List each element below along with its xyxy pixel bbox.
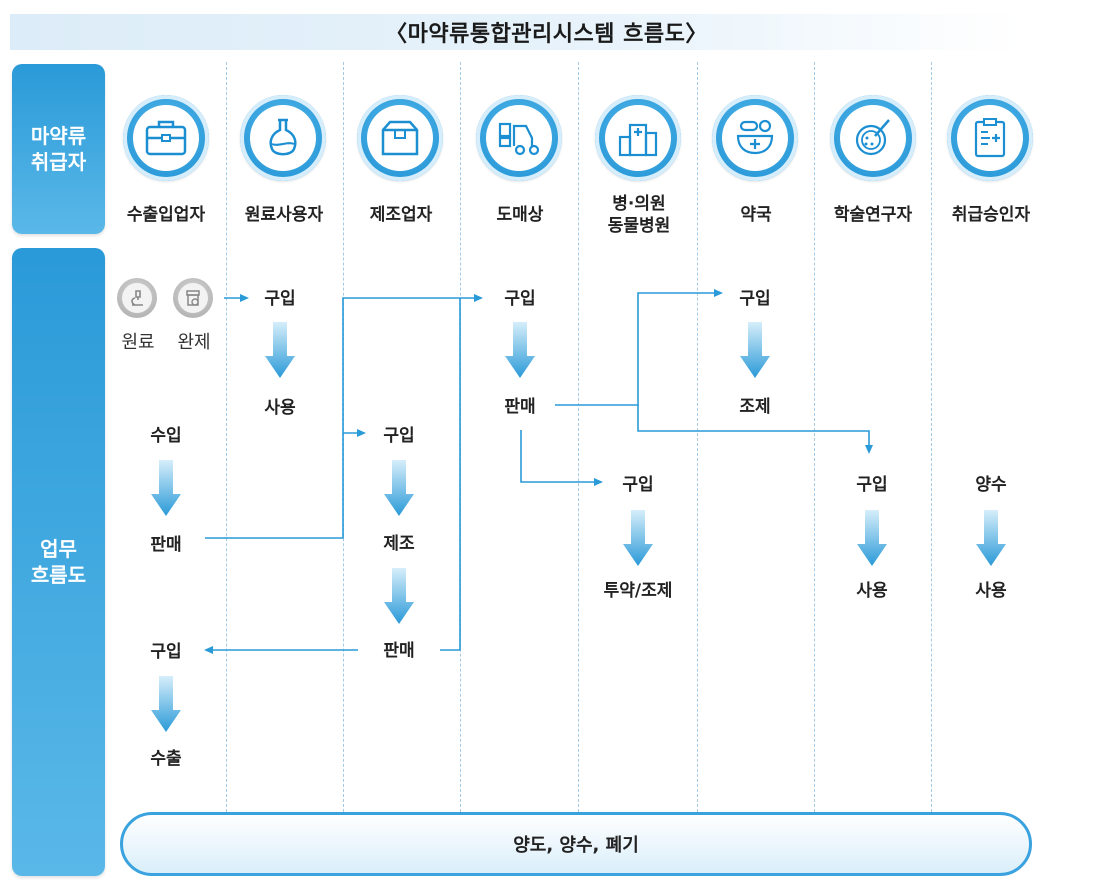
node-approver-use: 사용 xyxy=(975,581,1007,601)
node-manufacturer-buy: 구입 xyxy=(383,426,415,446)
down-arrow-icon xyxy=(976,510,1006,566)
actor-name: 병·의원 동물병원 xyxy=(607,194,671,236)
column-divider xyxy=(814,62,815,812)
actor-name: 원료사용자 xyxy=(244,205,324,225)
node-importer-export: 수출 xyxy=(150,749,182,769)
side-label-handlers-text: 마약류 취급자 xyxy=(30,124,87,174)
actor-name: 학술연구자 xyxy=(833,205,913,225)
side-label-workflow: 업무 흐름도 xyxy=(12,248,105,876)
down-arrow-icon xyxy=(740,322,770,378)
medicine-bowl-icon xyxy=(712,95,798,181)
petri-dish-icon xyxy=(830,95,916,181)
flask-icon xyxy=(240,95,326,181)
down-arrow-icon xyxy=(265,322,295,378)
hospital-icon xyxy=(595,95,681,181)
node-importer-import: 수입 xyxy=(150,426,182,446)
pill-bottle-icon xyxy=(173,278,213,318)
node-pharmacy-buy: 구입 xyxy=(739,289,771,309)
down-arrow-icon xyxy=(384,460,414,516)
node-researcher-buy: 구입 xyxy=(856,475,888,495)
bottom-bar-label: 양도, 양수, 폐기 xyxy=(513,835,639,856)
down-arrow-icon xyxy=(151,676,181,732)
microscope-icon xyxy=(117,278,157,318)
actor-name: 도매상 xyxy=(496,205,544,225)
column-divider xyxy=(697,62,698,812)
clipboard-icon xyxy=(947,95,1033,181)
side-label-handlers: 마약류 취급자 xyxy=(12,64,105,234)
node-manufacturer-sell: 판매 xyxy=(383,641,415,661)
actor-name: 수출입업자 xyxy=(126,205,206,225)
column-divider xyxy=(460,62,461,812)
box-icon xyxy=(357,95,443,181)
node-raw-user-buy: 구입 xyxy=(264,289,296,309)
node-importer-buy: 구입 xyxy=(150,642,182,662)
briefcase-icon xyxy=(123,95,209,181)
down-arrow-icon xyxy=(384,568,414,624)
down-arrow-icon xyxy=(857,510,887,566)
page-title: 〈마약류통합관리시스템 흐름도〉 xyxy=(385,22,708,47)
column-divider xyxy=(931,62,932,812)
title-bar xyxy=(10,14,1020,50)
node-wholesaler-sell: 판매 xyxy=(504,397,536,417)
actor-name: 취급승인자 xyxy=(951,205,1031,225)
bottom-bar: 양도, 양수, 폐기 xyxy=(120,812,1032,876)
node-hospital-administer: 투약/조제 xyxy=(603,581,673,601)
actor-name: 제조업자 xyxy=(369,205,433,225)
column-divider xyxy=(226,62,227,812)
node-wholesaler-buy: 구입 xyxy=(504,289,536,309)
column-divider xyxy=(578,62,579,812)
material-label-finished: 완제 xyxy=(177,332,211,353)
node-hospital-buy: 구입 xyxy=(622,475,654,495)
forklift-icon xyxy=(476,95,562,181)
node-pharmacy-dispense: 조제 xyxy=(739,397,771,417)
connector-line xyxy=(440,298,461,651)
side-label-workflow-text: 업무 흐름도 xyxy=(30,537,87,587)
node-researcher-use: 사용 xyxy=(856,581,888,601)
node-importer-sell: 판매 xyxy=(150,535,182,555)
node-manufacturer-make: 제조 xyxy=(383,534,415,554)
down-arrow-icon xyxy=(623,510,653,566)
node-approver-transfer: 양수 xyxy=(975,475,1007,495)
down-arrow-icon xyxy=(505,322,535,378)
node-raw-user-use: 사용 xyxy=(264,398,296,418)
material-label-raw: 원료 xyxy=(121,332,155,353)
down-arrow-icon xyxy=(151,460,181,516)
actor-name: 약국 xyxy=(740,205,772,225)
